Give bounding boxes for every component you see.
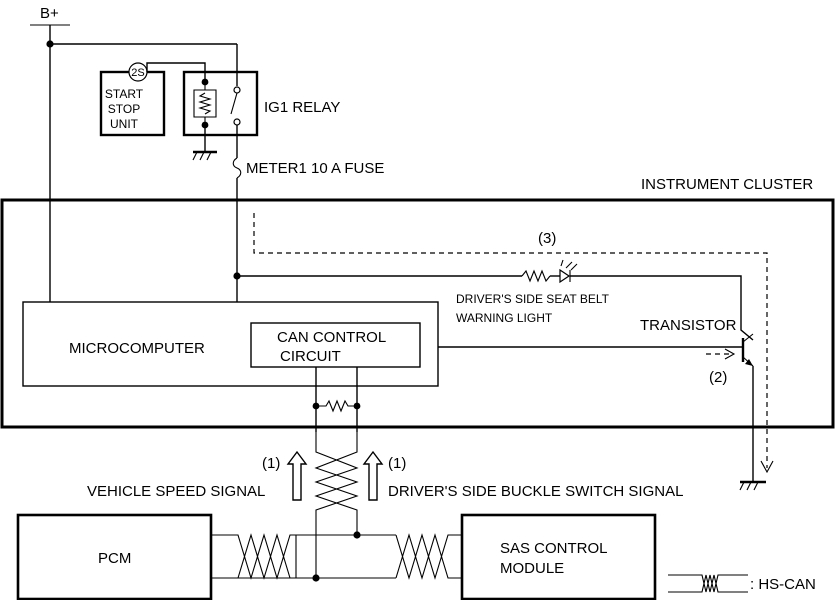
supply-label: B+ [40, 5, 59, 22]
instrument-cluster-label: INSTRUMENT CLUSTER [641, 176, 813, 193]
ig1-relay [182, 70, 259, 137]
hs-can-twisted-pair-left [211, 533, 357, 580]
can-control-label-1: CAN CONTROL [277, 329, 386, 346]
microcomputer-label: MICROCOMPUTER [69, 340, 205, 357]
instrument-cluster-box [0, 198, 835, 429]
warning-light-label-1: DRIVER'S SIDE SEAT BELT [456, 292, 610, 306]
warning-light-resistor [521, 269, 551, 283]
can-control-circuit-box [250, 322, 421, 368]
can-control-label-2: CIRCUIT [280, 348, 341, 365]
sas-control-module-box [460, 513, 657, 600]
hs-can-twisted-pair-vertical [314, 432, 359, 578]
buckle-switch-signal-label: DRIVER'S SIDE BUCKLE SWITCH SIGNAL [388, 483, 683, 500]
path-1-label-left: (1) [262, 455, 280, 472]
can-termination-resistor [316, 399, 357, 413]
vehicle-speed-signal-arrow [286, 450, 308, 501]
warning-light-to-transistor-wire [570, 275, 754, 341]
start-stop-label-3: UNIT [110, 117, 139, 131]
microcomputer-box [22, 301, 439, 387]
sas-label-2: MODULE [500, 560, 564, 577]
current-path-2-arrow [724, 348, 736, 360]
start-stop-label-1: START [105, 87, 144, 101]
buckle-switch-signal-arrow [362, 450, 384, 501]
hs-can-twisted-pair-right [316, 533, 462, 580]
current-path-3 [253, 213, 768, 468]
seat-belt-warning-light-led [559, 259, 578, 284]
ig1-relay-label: IG1 RELAY [264, 99, 340, 116]
legend-hs-can-label: : HS-CAN [750, 576, 816, 593]
path-2-label: (2) [709, 369, 727, 386]
transistor-symbol [741, 333, 754, 367]
path-1-label-right: (1) [388, 455, 406, 472]
terminal-2s-label: 2S [131, 67, 144, 79]
start-stop-unit: 2S START STOP UNIT [99, 62, 166, 137]
vehicle-speed-signal-label: VEHICLE SPEED SIGNAL [87, 483, 265, 500]
transistor-label: TRANSISTOR [640, 317, 737, 334]
transistor-ground-symbol [739, 480, 766, 491]
start-stop-label-2: STOP [108, 102, 140, 116]
fuse-label: METER1 10 A FUSE [246, 160, 384, 177]
pcm-box [16, 513, 213, 600]
sas-label-1: SAS CONTROL [500, 540, 608, 557]
hs-can-legend-symbol [668, 574, 748, 593]
meter1-fuse-symbol [232, 157, 242, 179]
current-path-3-arrow [760, 460, 774, 474]
warning-light-label-2: WARNING LIGHT [456, 311, 553, 325]
pcm-label: PCM [98, 550, 131, 567]
path-3-label: (3) [538, 230, 556, 247]
relay-ground-symbol [192, 150, 217, 161]
